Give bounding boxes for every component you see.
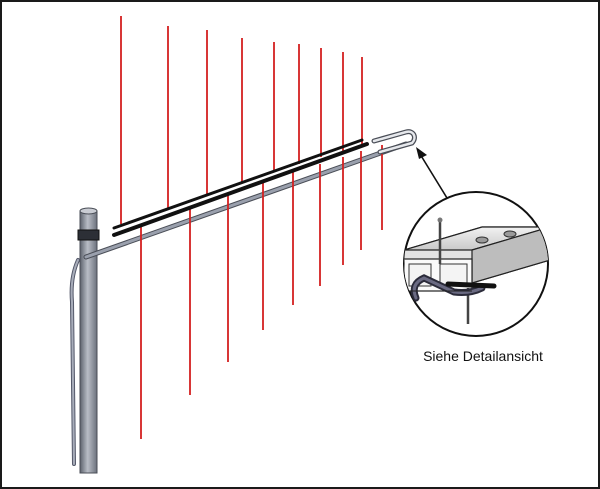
boom [83,141,409,260]
detail-bracket [404,217,548,324]
cable [69,258,80,466]
feed-line [112,138,369,237]
antenna-elements [120,16,383,439]
detail-caption: Siehe Detailansicht [423,348,543,364]
boom-end-hook [371,129,417,155]
callout-arrow [416,147,448,199]
detail-magnifier [403,191,549,337]
mast [79,207,98,474]
mast-clamp [77,229,100,241]
